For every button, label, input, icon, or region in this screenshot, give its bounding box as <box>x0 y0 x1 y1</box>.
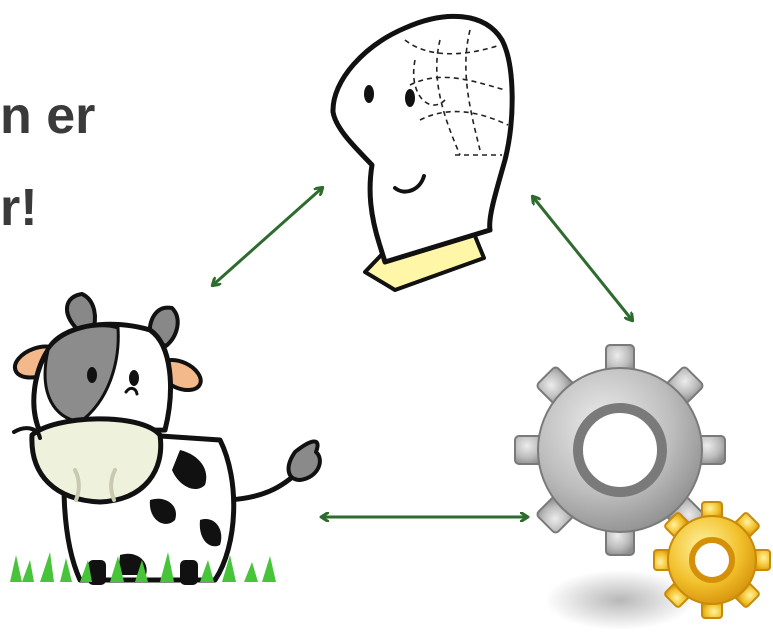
heading-line-1: n er <box>0 87 96 145</box>
heading-line-2: r! <box>0 179 38 237</box>
arrows <box>213 188 632 517</box>
person-eye-left <box>364 85 374 103</box>
gears-icon <box>514 344 771 630</box>
cartoon-cow-icon <box>10 292 322 585</box>
arrow-person-gears <box>533 197 632 320</box>
arrow-person-cow <box>213 188 322 285</box>
person-eye-right <box>405 89 415 107</box>
small-gear <box>653 501 771 619</box>
large-gear <box>514 344 726 556</box>
person-head-brain-icon <box>330 13 515 292</box>
